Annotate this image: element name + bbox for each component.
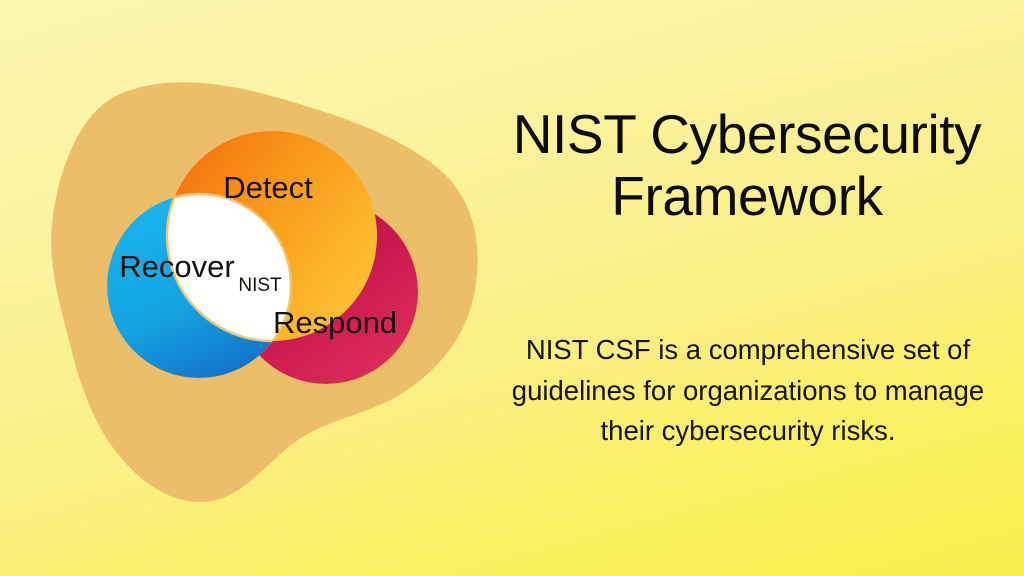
text-column: NIST Cybersecurity Framework NIST CSF is… [470, 0, 1024, 576]
page-title-line-1: NIST Cybersecurity [512, 103, 982, 165]
page-title-line-2: Framework [611, 164, 883, 227]
label-detect: Detect [223, 170, 313, 205]
core-lens-rim-2 [165, 194, 291, 343]
label-nist-core: NIST [238, 275, 282, 296]
body-paragraph: NIST CSF is a comprehensive set of guide… [511, 334, 985, 447]
nist-venn-diagram: Detect Recover Respond NIST [0, 0, 500, 576]
label-recover: Recover [119, 249, 234, 284]
core-lens-rim [167, 192, 293, 341]
core-lens [167, 194, 291, 341]
label-respond: Respond [273, 305, 397, 340]
page-title: NIST Cybersecurity Framework [470, 103, 1024, 227]
